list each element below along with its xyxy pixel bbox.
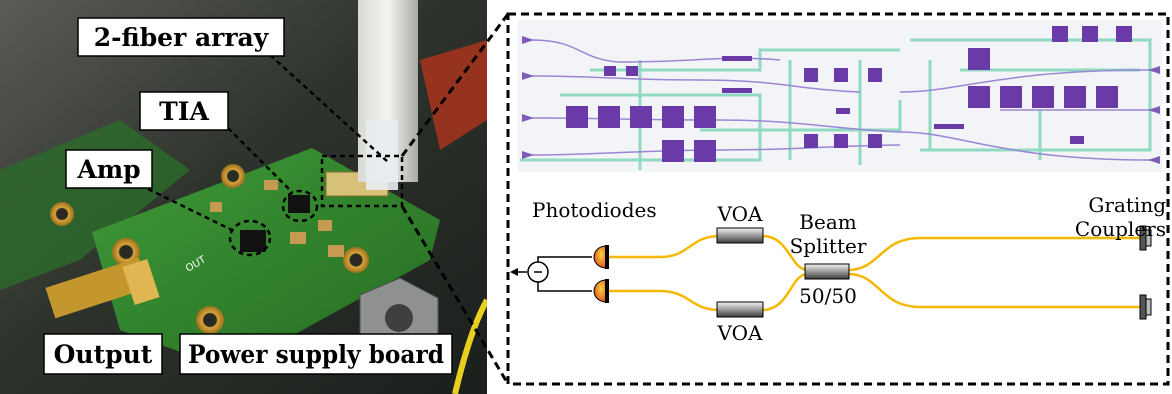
label-power-supply: Power supply board	[179, 333, 453, 375]
ic-chip	[240, 230, 266, 252]
output-arrow	[510, 268, 518, 276]
tia-chip	[288, 195, 310, 213]
label-output-text: Output	[54, 340, 153, 369]
chip-pads	[566, 26, 1132, 162]
photodiode-bottom-bar	[605, 279, 609, 303]
label-power-supply-text: Power supply board	[188, 340, 444, 369]
label-tia: TIA	[139, 91, 229, 131]
label-photodiodes: Photodiodes	[532, 198, 657, 222]
capacitor-5	[328, 245, 344, 257]
mounting-hole-4	[221, 164, 245, 188]
voa-bottom	[716, 301, 764, 318]
tia-highlight	[281, 189, 319, 223]
yellow-wire	[452, 298, 487, 394]
label-voa-top: VOA	[717, 202, 763, 226]
zoom-line-top	[400, 13, 510, 157]
optical-schematic: Photodiodes VOA VOA Beam Splitter 50/50 …	[510, 193, 1166, 345]
capacitor-2	[318, 220, 332, 231]
label-voa-bottom: VOA	[717, 321, 763, 345]
chip-layout	[518, 20, 1162, 172]
mounting-hole-1	[112, 238, 140, 266]
label-couplers: Couplers	[1075, 217, 1166, 241]
label-grating: Grating	[1088, 193, 1166, 217]
label-tia-text: TIA	[159, 97, 209, 126]
label-fiber-array-text: 2-fiber array	[94, 23, 270, 52]
tia-leader	[227, 127, 293, 193]
chip-grating-couplers	[522, 36, 1160, 164]
schematic-grating-coupler-bottom	[1139, 294, 1152, 320]
label-output: Output	[43, 333, 163, 375]
beam-splitter	[804, 263, 850, 280]
photo-panel: OUT 2-fiber array TIA Amp Output Power s…	[0, 0, 487, 394]
mounting-hole-5	[50, 202, 74, 226]
capacitor-3	[264, 180, 278, 190]
mounting-hole-2	[196, 306, 224, 334]
amp-highlight	[228, 219, 272, 257]
sma-connector	[45, 257, 149, 319]
label-splitter: Splitter	[790, 234, 867, 258]
mounting-hole-3	[343, 247, 369, 273]
photodiode-bottom	[593, 279, 607, 303]
label-beam: Beam	[799, 210, 856, 234]
capacitor-1	[290, 232, 306, 244]
photodiode-top	[593, 245, 607, 269]
red-strip	[420, 40, 487, 150]
schematic-grating-coupler-top	[1139, 225, 1152, 251]
chip-highlight-box	[320, 154, 404, 208]
photodiode-top-bar	[605, 245, 609, 269]
label-amp-text: Amp	[76, 155, 140, 184]
hex-nut-hole	[385, 304, 413, 332]
label-split-ratio: 50/50	[799, 284, 857, 308]
label-fiber-array: 2-fiber array	[77, 17, 285, 57]
main-pcb	[92, 148, 440, 370]
chip-waveguides	[531, 39, 1151, 161]
label-amp: Amp	[65, 149, 153, 189]
zoom-line-bottom	[400, 205, 510, 385]
voa-top	[716, 227, 764, 244]
capacitor-4	[210, 202, 222, 212]
sma-nut	[122, 258, 160, 306]
